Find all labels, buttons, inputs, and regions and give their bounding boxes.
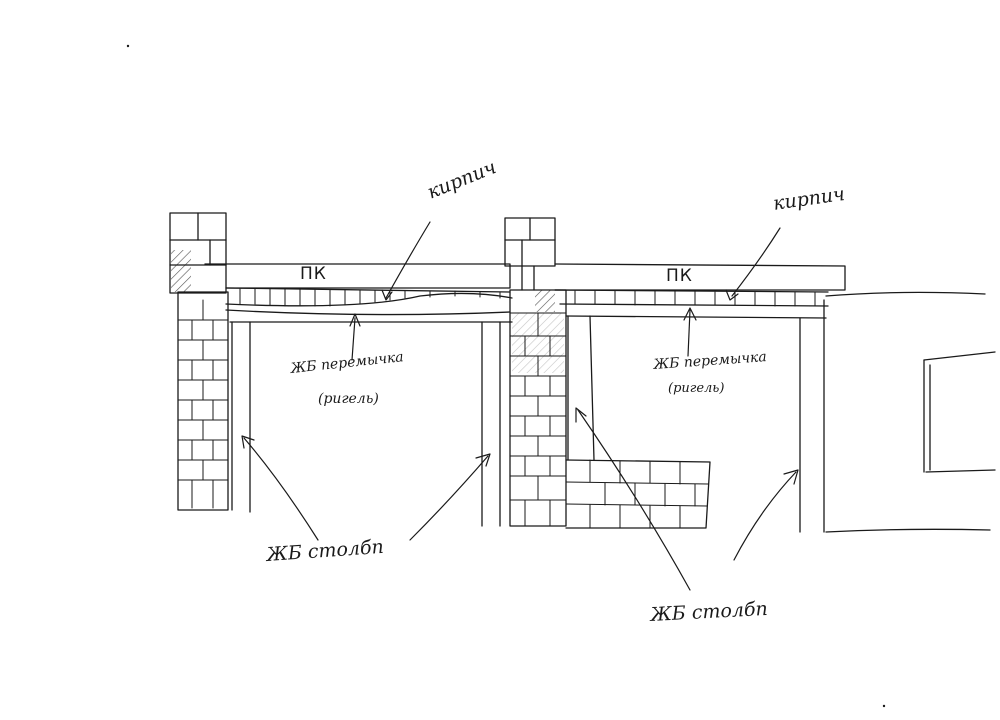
rc-column-right-outer [800,300,824,532]
label-slab-right: ПК [666,266,693,286]
label-lintel-left-sub: (ригель) [318,391,379,407]
middle-parapet [505,218,555,312]
brick-wall-left [178,292,228,510]
lintel-right [566,316,826,318]
rc-column-left [232,322,250,512]
slab-left [205,264,510,288]
annotation-arrows [242,222,798,590]
left-parapet [170,213,226,293]
label-slab-left: ПК [300,264,327,284]
slab-right [555,264,845,290]
brick-pier-middle [510,290,566,526]
stray-mark [882,704,886,708]
brick-course-right [555,290,828,306]
brick-course-left [226,288,512,306]
lintel-left [226,310,512,322]
label-lintel-right-sub: (ригель) [668,381,725,396]
rc-column-middle [482,322,500,526]
brick-infill-right [566,460,710,528]
rc-column-right-inner [568,316,594,460]
adjacent-building [826,292,995,532]
stray-mark [126,44,130,48]
